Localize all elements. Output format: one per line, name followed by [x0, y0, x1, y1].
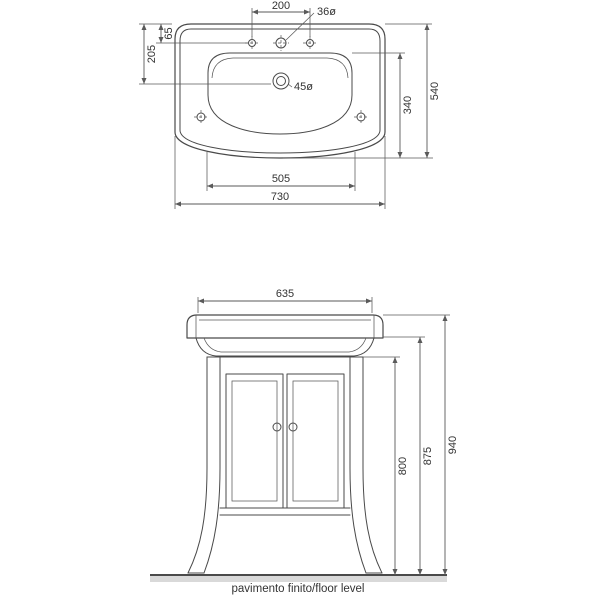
floor-level-label: pavimento finito/floor level	[232, 583, 365, 595]
dimension-45: 45ø	[287, 81, 313, 93]
cabinet-bottom-rails	[219, 507, 351, 516]
right-door-panel	[292, 380, 339, 502]
floor-hatch-band	[150, 576, 447, 582]
dimension-800: 800	[363, 356, 409, 575]
dimension-65: 65	[139, 23, 248, 44]
dimension-505: 505	[206, 152, 356, 191]
leader-line-36	[285, 12, 315, 41]
dimension-200: 200	[251, 0, 311, 37]
dim-label-540: 540	[429, 82, 441, 100]
dim-label-505: 505	[272, 173, 290, 185]
dimension-635: 635	[197, 288, 373, 313]
dim-label-45: 45ø	[294, 81, 313, 93]
right-leg-outer	[362, 356, 383, 574]
dim-label-65: 65	[163, 27, 175, 39]
left-door-panel	[231, 380, 278, 502]
extension-lines-730	[174, 136, 386, 209]
dim-label-36: 36ø	[317, 6, 336, 18]
dimension-205: 205	[139, 24, 271, 85]
dim-label-800: 800	[397, 457, 409, 475]
leader-line-45	[287, 83, 293, 88]
dimension-36: 36ø	[285, 6, 336, 41]
dim-label-635: 635	[276, 288, 294, 300]
sink-outer-outline	[174, 23, 386, 159]
basin-apron-outline	[195, 337, 375, 357]
dimension-340: 340	[352, 52, 414, 158]
extension-lines-540	[283, 23, 433, 159]
dimension-540: 540	[283, 23, 441, 159]
dim-label-200: 200	[272, 0, 290, 12]
left-door-knob	[272, 422, 282, 432]
left-door	[225, 373, 284, 509]
dim-label-730: 730	[271, 191, 289, 203]
dim-label-205: 205	[146, 45, 158, 63]
extension-lines-65	[139, 23, 248, 44]
dimension-940: 940	[383, 314, 459, 575]
dim-label-875: 875	[422, 447, 434, 465]
basin-apron-inner-line	[203, 337, 367, 353]
sink-bowl-outline	[207, 52, 353, 135]
sink-inner-outline	[179, 28, 381, 154]
right-door-knob	[288, 422, 298, 432]
hole-centerlines	[194, 35, 368, 124]
dimension-875: 875	[383, 336, 434, 575]
basin-rim-outline	[186, 314, 384, 339]
dim-label-340: 340	[402, 96, 414, 114]
right-leg-inner	[349, 356, 367, 574]
sink-bowl-ledge-line	[211, 57, 349, 79]
sink-plan-view: 200 36ø 45ø 65 205 340	[139, 0, 441, 209]
right-door	[286, 373, 345, 509]
dimension-730: 730	[174, 136, 386, 209]
left-leg-inner	[203, 356, 221, 574]
dim-label-940: 940	[447, 436, 459, 454]
cabinet-front-view: pavimento finito/floor level 635 800 875…	[150, 288, 459, 595]
basin-rim-detail-lines	[195, 315, 375, 338]
drain-outer-circle	[272, 72, 290, 90]
left-leg-outer	[187, 356, 208, 574]
drain-inner-circle	[276, 76, 286, 86]
